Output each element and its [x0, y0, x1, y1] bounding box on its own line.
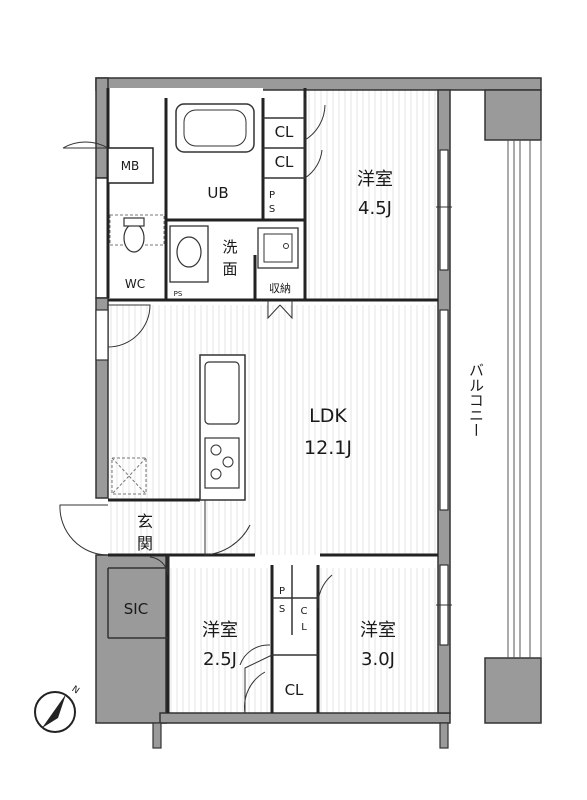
room-name-ldk: LDK	[309, 405, 347, 427]
washroom-label-1: 洗	[222, 238, 237, 256]
ps-closet-label-p: P	[279, 586, 285, 597]
ps-bath-label-p: P	[269, 190, 275, 201]
wall-stubs	[152, 722, 449, 749]
sic-label: SIC	[124, 600, 148, 618]
ps-closet-label-s: S	[279, 604, 285, 615]
room-size-western-30: 3.0J	[361, 649, 395, 670]
entrance-label-1: 玄	[137, 512, 153, 531]
floor-western-30	[318, 568, 438, 713]
kitchen-counter	[199, 354, 246, 501]
wash-basin	[169, 225, 209, 283]
washing-machine-pan	[257, 227, 299, 269]
room-name-western-25: 洋室	[202, 620, 238, 641]
cl-mid-c-label: C	[301, 606, 308, 617]
room-name-western-45: 洋室	[357, 169, 393, 190]
storage-label: 収納	[269, 282, 291, 295]
cl-bottom-label: CL	[285, 681, 304, 699]
cl-top1-label: CL	[275, 123, 294, 141]
room-size-western-45: 4.5J	[358, 198, 392, 219]
floor-western-25	[170, 568, 272, 713]
ps-small-label: PS	[174, 290, 183, 298]
floor-western-45	[305, 90, 438, 298]
room-size-ldk: 12.1J	[304, 437, 352, 459]
ub-label: UB	[207, 184, 228, 202]
entrance-label-2: 関	[137, 534, 153, 553]
compass-arrow-icon	[42, 694, 66, 728]
cl-top2-label: CL	[275, 153, 294, 171]
refrigerator-space	[111, 457, 147, 495]
floor-ldk	[108, 305, 438, 555]
compass-north-label: N	[70, 684, 81, 696]
door-swings	[59, 98, 333, 714]
cooktop	[204, 437, 240, 489]
washroom-label-2: 面	[222, 260, 237, 278]
ps-bath-label-s: S	[269, 204, 275, 215]
toilet	[123, 223, 145, 253]
bathtub	[175, 103, 255, 153]
room-size-western-25: 2.5J	[203, 649, 237, 670]
mb-door-swing	[62, 141, 109, 149]
north-compass: N	[34, 684, 81, 733]
balcony-rails	[507, 140, 542, 658]
window-ticks	[436, 206, 452, 606]
room-name-western-30: 洋室	[360, 620, 396, 641]
kitchen-sink	[204, 361, 240, 425]
mb-label: MB	[121, 159, 140, 173]
wc-label: WC	[125, 277, 145, 291]
cl-mid-l-label: L	[301, 622, 307, 633]
mb-box	[107, 147, 154, 184]
balcony-label: バルコニー	[467, 363, 485, 438]
